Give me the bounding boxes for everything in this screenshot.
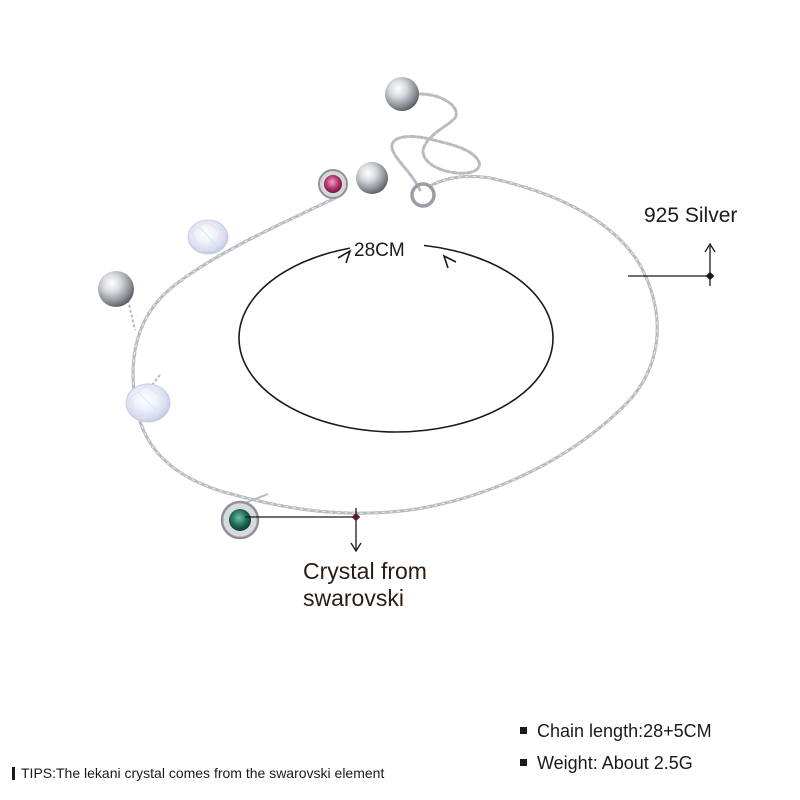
tips-bar-icon [12, 766, 15, 780]
extension-chain [390, 90, 481, 192]
chain [131, 174, 659, 515]
silver-callout-pointer [628, 242, 716, 286]
silver-bead-charm-clasp [356, 162, 388, 194]
spec-chain-length: Chain length:28+5CM [520, 721, 712, 742]
spec-text: Weight: About 2.5G [537, 753, 693, 773]
circumference-label: 28CM [354, 240, 405, 261]
circumference-diagram [238, 236, 554, 433]
crystal-label: Crystal from swarovski [303, 558, 427, 612]
spec-text: Chain length:28+5CM [537, 721, 712, 741]
crystal-charm-lower [125, 383, 171, 423]
crystal-charm-upper [187, 219, 229, 255]
spec-weight: Weight: About 2.5G [520, 753, 693, 774]
bullet-icon [520, 758, 527, 766]
crystal-label-line-1: Crystal from [303, 558, 427, 584]
crystal-label-line-2: swarovski [303, 585, 404, 611]
clasp-ring [410, 182, 436, 208]
silver-bead-charm-top [385, 77, 419, 111]
crystal-callout-pointer [245, 508, 362, 553]
bullet-icon [520, 726, 527, 734]
tips-text: TIPS:The lekani crystal comes from the s… [21, 765, 385, 781]
tips-note: TIPS:The lekani crystal comes from the s… [12, 765, 384, 781]
silver-bead-charm-left [98, 271, 134, 307]
material-label: 925 Silver [644, 204, 738, 227]
